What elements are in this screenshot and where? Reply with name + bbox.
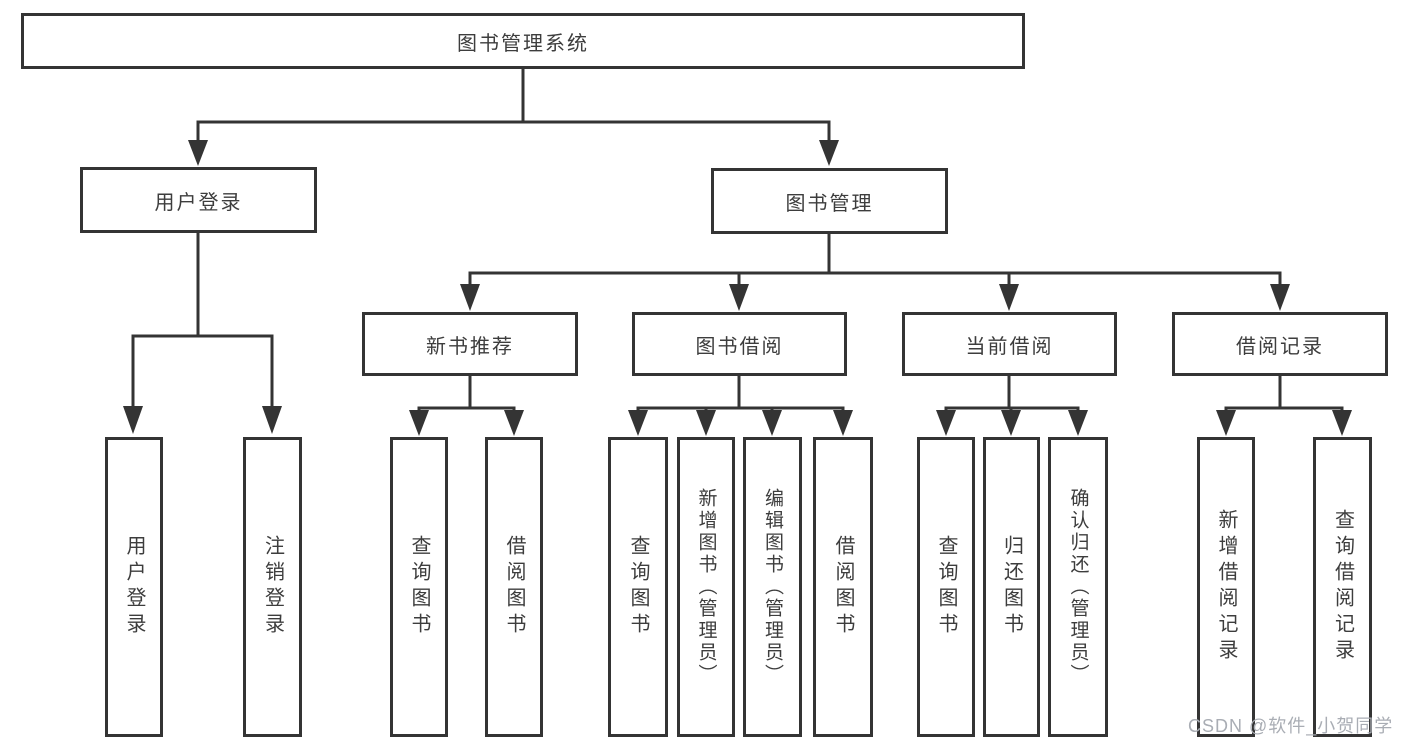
node-current-borrowing: 当前借阅 — [902, 312, 1117, 376]
leaf-logout-label: 注销登录 — [261, 535, 284, 639]
node-root-system: 图书管理系统 — [21, 13, 1025, 69]
node-new-book-recommend: 新书推荐 — [362, 312, 578, 376]
leaf-user-login: 用户登录 — [105, 437, 163, 737]
leaf-cb-query-books-label: 查询图书 — [935, 535, 957, 639]
leaf-cb-return-books: 归还图书 — [983, 437, 1040, 737]
leaf-bb-query-books-label: 查询图书 — [627, 535, 649, 639]
node-user-login: 用户登录 — [80, 167, 317, 233]
leaf-logout: 注销登录 — [243, 437, 302, 737]
leaf-rec-add-record-label: 新增借阅记录 — [1215, 509, 1237, 665]
node-book-management: 图书管理 — [711, 168, 948, 234]
leaf-bb-query-books: 查询图书 — [608, 437, 668, 737]
leaf-rec-add-record: 新增借阅记录 — [1197, 437, 1255, 737]
leaf-cb-confirm-return-admin-label: 确认归还（管理员） — [1067, 488, 1089, 686]
leaf-rec-query-record: 查询借阅记录 — [1313, 437, 1372, 737]
node-borrowing-records: 借阅记录 — [1172, 312, 1388, 376]
csdn-watermark: CSDN @软件_小贺同学 — [1188, 716, 1394, 736]
leaf-rec-query-record-label: 查询借阅记录 — [1331, 509, 1354, 665]
leaf-bb-borrow-books: 借阅图书 — [813, 437, 873, 737]
leaf-nb-query-books: 查询图书 — [390, 437, 448, 737]
leaf-cb-confirm-return-admin: 确认归还（管理员） — [1048, 437, 1108, 737]
leaf-nb-query-books-label: 查询图书 — [408, 535, 430, 639]
leaf-bb-add-books-admin: 新增图书（管理员） — [677, 437, 735, 737]
node-book-borrowing: 图书借阅 — [632, 312, 847, 376]
leaf-bb-edit-books-admin-label: 编辑图书（管理员） — [762, 488, 783, 686]
leaf-bb-add-books-admin-label: 新增图书（管理员） — [695, 488, 717, 686]
leaf-bb-edit-books-admin: 编辑图书（管理员） — [743, 437, 802, 737]
leaf-cb-query-books: 查询图书 — [917, 437, 975, 737]
leaf-user-login-label: 用户登录 — [123, 535, 145, 639]
leaf-bb-borrow-books-label: 借阅图书 — [832, 535, 854, 639]
leaf-nb-borrow-books-label: 借阅图书 — [503, 535, 525, 639]
leaf-cb-return-books-label: 归还图书 — [1000, 535, 1023, 639]
leaf-nb-borrow-books: 借阅图书 — [485, 437, 543, 737]
